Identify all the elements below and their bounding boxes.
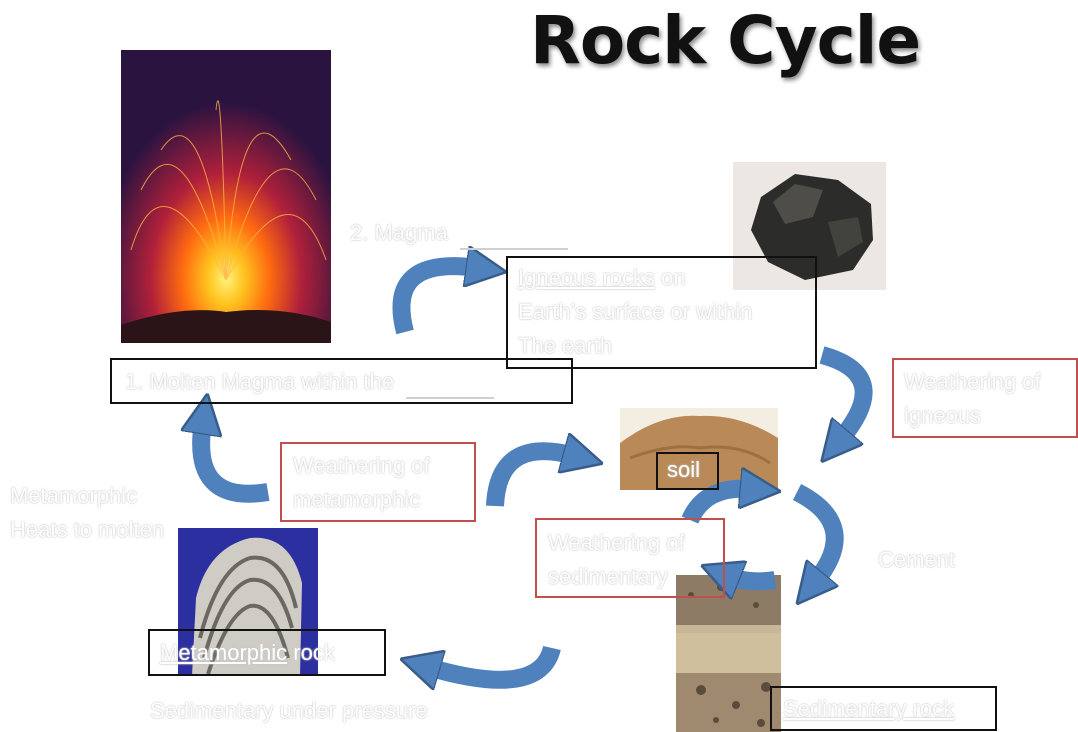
molten-magma-blank [406, 375, 495, 399]
arrow-sedimentary-to-weathering [728, 576, 777, 581]
weathering-metamorphic-label: Weathering of metamorphic [293, 453, 430, 512]
soil-label: soil [667, 457, 701, 482]
arrow-igneous-to-weathering [819, 346, 873, 440]
arrow-sedimentary-to-metamorphic [428, 645, 561, 680]
weathering-igneous-label: Weathering of igneous [904, 369, 1041, 428]
weathering-sedimentary-label: Weathering of sedimentary [548, 530, 685, 589]
volcano-image [121, 50, 331, 343]
arrow-weathering-metamorphic-to-soil [486, 451, 575, 507]
arrow-sedimentary-weathering-to-soil [681, 489, 752, 525]
magma-step-label: 2. Magma [350, 216, 568, 250]
metamorphic-rock-box [148, 629, 386, 676]
molten-magma-label: 1. Molten Magma within the [125, 365, 495, 399]
magma-blank [459, 226, 568, 250]
metamorphic-rock-label: Metamorphic rock [160, 640, 335, 665]
molten-magma-box [110, 358, 573, 404]
arrow-magma-to-igneous [392, 266, 478, 335]
soil-box [656, 452, 719, 490]
metamorphic-heat-label: Metamorphic Heats to molten [10, 483, 165, 542]
metamorphic-rock-image [178, 528, 318, 676]
sedimentary-rock-label: Sedimentary rock [783, 696, 955, 721]
weathering-sedimentary-box [535, 518, 725, 598]
sedimentary-rock-box [770, 686, 997, 731]
igneous-rocks-text: Igneous rocks on Earth’s surface or with… [518, 265, 753, 358]
weathering-igneous-box [892, 358, 1078, 438]
arrow-metamorphic-to-magma [201, 422, 270, 503]
sedimentary-rock-image [676, 575, 781, 732]
arrow-soil-to-sedimentary [792, 483, 844, 582]
igneous-rocks-box [506, 256, 817, 369]
sedimentary-pressure-label: Sedimentary under pressure [150, 698, 428, 723]
cement-label: Cement [878, 547, 956, 572]
igneous-rock-image [733, 162, 886, 290]
weathering-metamorphic-box [280, 442, 476, 522]
page-title: Rock Cycle [530, 2, 921, 79]
